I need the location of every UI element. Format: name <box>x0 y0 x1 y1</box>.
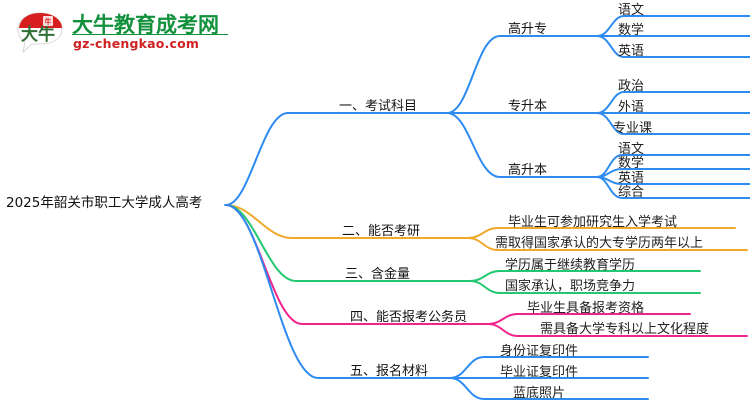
leaf-node[interactable]: 英语 <box>618 44 645 59</box>
logo-divider <box>72 34 228 35</box>
leaf-node[interactable]: 综合 <box>618 185 645 200</box>
leaf-node[interactable]: 国家承认，职场竞争力 <box>505 279 636 294</box>
leaf-node[interactable]: 政治 <box>618 79 645 94</box>
branch-node-application-materials[interactable]: 五、报名材料 <box>350 364 429 379</box>
leaf-node[interactable]: 学历属于继续教育学历 <box>505 258 636 273</box>
leaf-node[interactable]: 毕业生具备报考资格 <box>527 301 645 316</box>
leaf-node[interactable]: 需取得国家承认的大专学历两年以上 <box>495 236 704 251</box>
logo-brand-url: gz-chengkao.com <box>73 36 200 51</box>
leaf-node[interactable]: 毕业证复印件 <box>500 365 579 380</box>
sub-node-zhuansheng-ben[interactable]: 专升本 <box>508 99 548 114</box>
branch-node-exam-subjects[interactable]: 一、考试科目 <box>339 99 418 114</box>
leaf-node[interactable]: 需具备大学专科以上文化程度 <box>540 322 710 337</box>
leaf-node[interactable]: 身份证复印件 <box>500 344 579 359</box>
leaf-node[interactable]: 语文 <box>618 3 645 18</box>
svg-text:牛: 牛 <box>45 17 52 26</box>
sub-node-gaosheng-ben[interactable]: 高升本 <box>508 163 548 178</box>
leaf-node[interactable]: 专业课 <box>613 121 653 136</box>
site-logo: 大牛 牛 大牛教育成考网 gz-chengkao.com <box>14 8 234 60</box>
sub-node-gaosheng-zhuan[interactable]: 高升专 <box>508 22 548 37</box>
leaf-node[interactable]: 数学 <box>618 23 645 38</box>
logo-mark-icon: 大牛 牛 <box>17 12 63 54</box>
branch-node-degree-value[interactable]: 三、含金量 <box>345 267 411 282</box>
svg-text:大牛: 大牛 <box>21 24 55 45</box>
leaf-node[interactable]: 语文 <box>618 142 645 157</box>
leaf-node[interactable]: 英语 <box>618 171 645 186</box>
leaf-node[interactable]: 毕业生可参加研究生入学考试 <box>508 215 678 230</box>
logo-brand-name: 大牛教育成考网 <box>72 13 219 37</box>
leaf-node[interactable]: 蓝底照片 <box>513 386 566 401</box>
branch-node-postgrad-eligibility[interactable]: 二、能否考研 <box>342 224 421 239</box>
leaf-node[interactable]: 外语 <box>618 100 645 115</box>
leaf-node[interactable]: 数学 <box>618 156 645 171</box>
mindmap-root-node[interactable]: 2025年韶关市职工大学成人高考 <box>6 195 203 211</box>
branch-node-civil-service-eligibility[interactable]: 四、能否报考公务员 <box>350 310 468 325</box>
